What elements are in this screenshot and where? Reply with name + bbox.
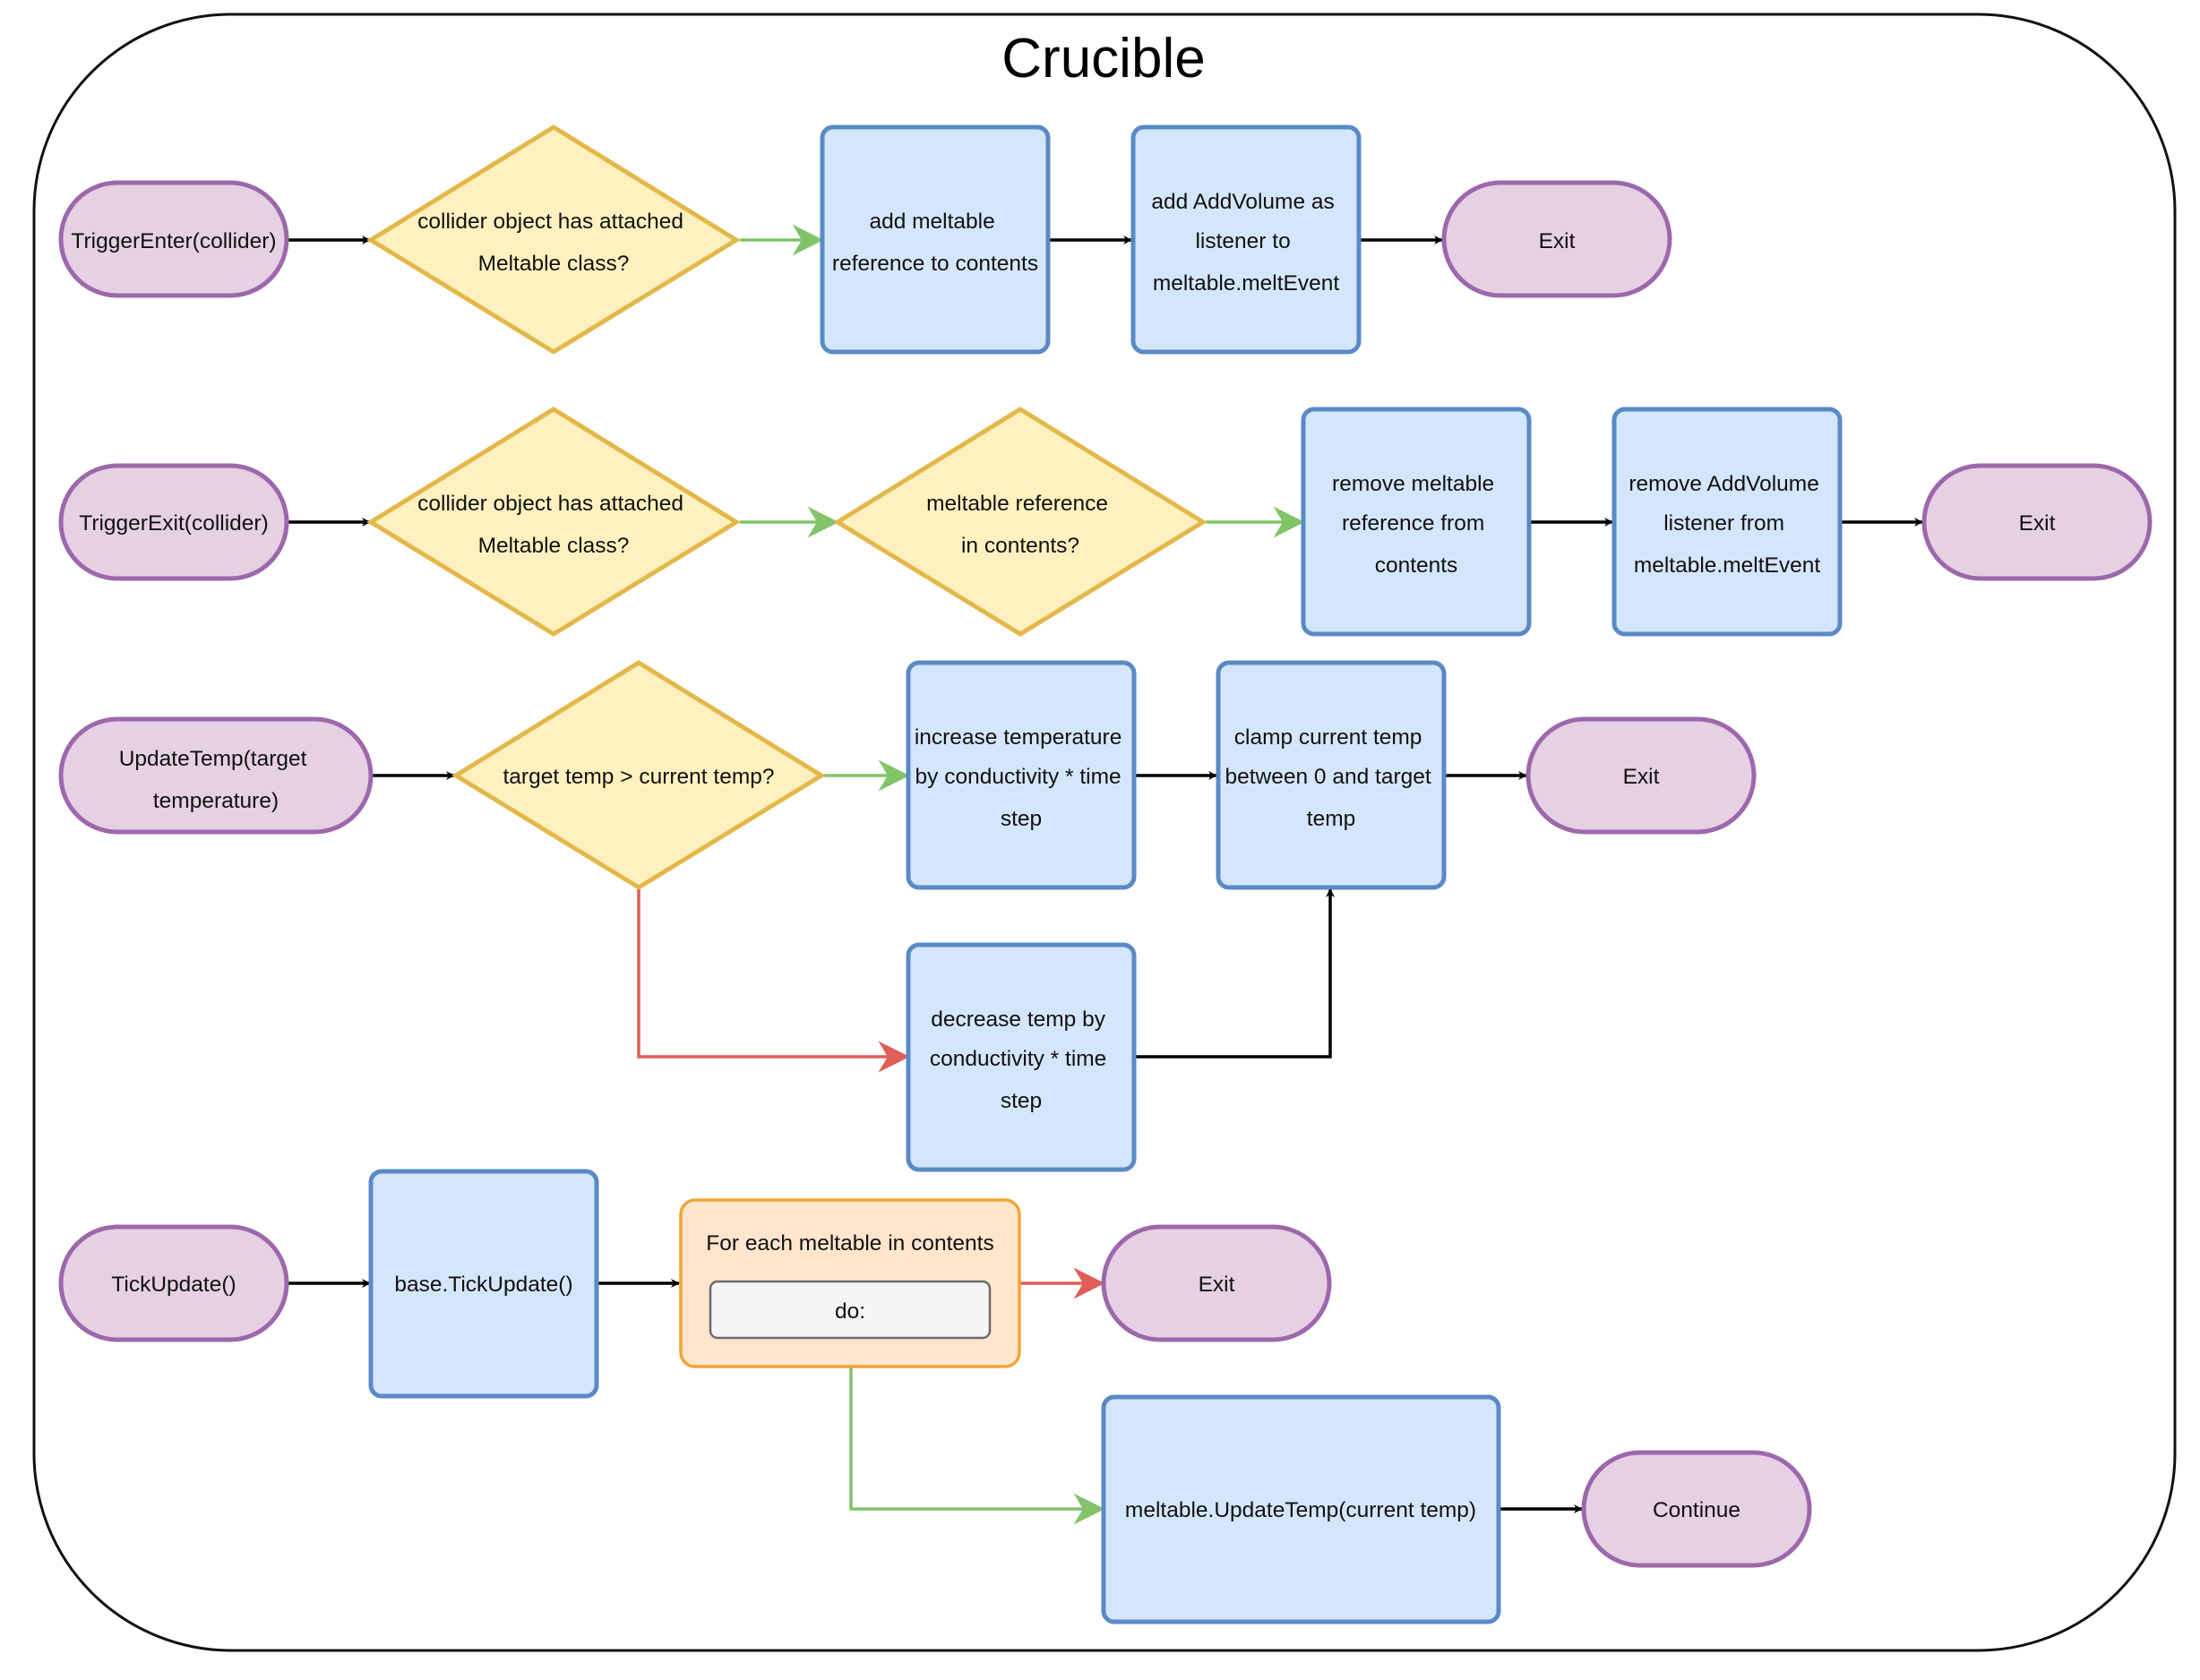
process-label-line: meltable.meltEvent: [1153, 271, 1340, 296]
decision-tx-has-meltable: collider object has attached Meltable cl…: [366, 407, 741, 637]
terminal-label: TickUpdate(): [111, 1273, 236, 1297]
process-label-line: add meltable: [869, 210, 994, 234]
svg-text:do:: do:: [835, 1299, 865, 1324]
process-ut-clamp: clamp current temp between 0 and target …: [1216, 660, 1447, 890]
decision-label-line: Meltable class?: [478, 252, 630, 276]
process-ut-decrease: decrease temp by conductivity * time ste…: [906, 942, 1137, 1172]
terminal-label: Exit: [1623, 765, 1660, 789]
terminal-label: TriggerEnter(collider): [71, 229, 276, 253]
terminal-label: Continue: [1653, 1498, 1740, 1522]
loop-for-each-meltable: For each meltable in contents do:: [679, 1198, 1021, 1368]
process-label-line: base.TickUpdate(): [394, 1273, 572, 1297]
svg-text:add meltable reference t: add meltable reference to contents: [832, 210, 1038, 276]
process-label-line: conductivity * time: [930, 1047, 1106, 1071]
decision-ut-target-greater: target temp > current temp?: [451, 660, 826, 890]
terminal-te-exit: Exit: [1441, 180, 1672, 298]
loop-do-slot: [709, 1280, 992, 1340]
svg-text:remove AddVolume listene: remove AddVolume listener from meltable.…: [1629, 472, 1825, 578]
outer-frame: [32, 13, 2177, 1652]
process-label-line: remove AddVolume: [1629, 472, 1818, 496]
loop-do-label: do:: [835, 1299, 865, 1324]
decision-label-line: collider object has attached: [417, 492, 683, 516]
svg-text:TickUpdate(): TickUpdate(): [111, 1273, 236, 1297]
edge-tu-loop-to-update: [849, 1367, 1105, 1525]
svg-text:Exit: Exit: [1539, 229, 1576, 253]
edges: [288, 224, 1923, 1525]
process-label-line: clamp current temp: [1234, 725, 1422, 750]
svg-text:Exit: Exit: [1199, 1273, 1235, 1297]
terminal-tu-continue: Continue: [1581, 1450, 1812, 1568]
terminal-tx-exit: Exit: [1921, 463, 2153, 581]
decision-tx-in-contents: meltable reference in contents?: [833, 407, 1207, 637]
diagram-title: Crucible: [1001, 28, 1205, 90]
process-label-line: meltable.meltEvent: [1634, 553, 1821, 578]
process-label-line: reference from: [1342, 511, 1484, 536]
terminal-label-line: UpdateTemp(target: [119, 747, 307, 771]
process-tx-remove-reference: remove meltable reference from contents: [1301, 407, 1532, 637]
decision-label-line: collider object has attached: [417, 210, 683, 234]
decision-label-line: meltable reference: [926, 492, 1108, 516]
process-tu-update-temp: meltable.UpdateTemp(current temp): [1101, 1394, 1501, 1624]
svg-text:decrease temp by conduct: decrease temp by conductivity * time ste…: [930, 1007, 1113, 1113]
process-label-line: contents: [1375, 553, 1458, 578]
decision-label-line: Meltable class?: [478, 534, 630, 558]
terminal-label: TriggerExit(collider): [79, 511, 268, 536]
svg-text:UpdateTemp(target temper: UpdateTemp(target temperature): [119, 747, 314, 813]
process-label-line: reference to contents: [832, 252, 1038, 276]
decision-te-has-meltable: collider object has attached Meltable cl…: [366, 124, 741, 355]
process-tu-base-tick: base.TickUpdate(): [368, 1169, 599, 1399]
svg-text:clamp current temp betwe: clamp current temp between 0 and target …: [1225, 725, 1437, 831]
svg-text:collider object has attached: collider object has attached Meltable cl…: [417, 210, 690, 276]
svg-text:Exit: Exit: [1623, 765, 1660, 789]
svg-text:base.TickUpdate(): base.TickUpdate(): [394, 1273, 572, 1297]
edge-ut-decrease-to-clamp: [1133, 888, 1335, 1059]
process-label-line: increase temperature: [915, 725, 1122, 750]
svg-text:TriggerExit(collider): TriggerExit(collider): [79, 511, 268, 536]
process-label-line: by conductivity * time: [915, 765, 1121, 789]
svg-text:remove meltable referenc: remove meltable reference from contents: [1332, 472, 1500, 578]
terminal-label: Exit: [1539, 229, 1576, 253]
terminal-label-line: temperature): [153, 789, 279, 813]
svg-text:increase temperature by: increase temperature by conductivity * t…: [915, 725, 1128, 831]
terminal-label: Exit: [2019, 511, 2056, 536]
loop-title: For each meltable in contents: [706, 1231, 993, 1256]
edge-ut-check-to-decrease: [637, 887, 910, 1073]
terminal-tu-exit: Exit: [1101, 1224, 1332, 1342]
process-label-line: listener to: [1195, 229, 1290, 253]
process-label-line: listener from: [1663, 511, 1784, 536]
svg-text:collider object has attached: collider object has attached Meltable cl…: [417, 492, 690, 558]
process-te-add-reference: add meltable reference to contents: [820, 124, 1051, 355]
svg-text:Continue: Continue: [1653, 1498, 1740, 1522]
process-label-line: step: [1001, 1089, 1042, 1113]
terminal-trigger-enter: TriggerEnter(collider): [58, 180, 289, 298]
process-label-line: step: [1001, 807, 1042, 831]
svg-text:add AddVolume as listene: add AddVolume as listener to meltable.me…: [1151, 190, 1340, 296]
terminal-label: Exit: [1199, 1273, 1235, 1297]
svg-text:Exit: Exit: [2019, 511, 2056, 536]
process-ut-increase: increase temperature by conductivity * t…: [906, 660, 1137, 890]
process-label-line: meltable.UpdateTemp(current temp): [1125, 1498, 1476, 1522]
terminal-update-temp: UpdateTemp(target temperature): [58, 716, 374, 835]
process-te-add-listener: add AddVolume as listener to meltable.me…: [1130, 124, 1362, 355]
svg-text:meltable.UpdateTemp(current te: meltable.UpdateTemp(current temp): [1125, 1498, 1476, 1522]
svg-text:meltable reference in co: meltable reference in contents?: [926, 492, 1114, 558]
svg-text:TriggerEnter(collider): TriggerEnter(collider): [71, 229, 276, 253]
process-label-line: between 0 and target: [1225, 765, 1431, 789]
decision-label-line: in contents?: [961, 534, 1079, 558]
process-label-line: add AddVolume as: [1151, 190, 1334, 214]
terminal-ut-exit: Exit: [1525, 716, 1757, 835]
process-label-line: remove meltable: [1332, 472, 1494, 496]
process-tx-remove-listener: remove AddVolume listener from meltable.…: [1611, 407, 1843, 637]
terminal-tick-update: TickUpdate(): [58, 1224, 289, 1342]
svg-text:For each meltable in contents: For each meltable in contents: [706, 1231, 993, 1256]
svg-text:target temp > current temp?: target temp > current temp?: [503, 765, 775, 789]
decision-label-line: target temp > current temp?: [503, 765, 775, 789]
process-label-line: temp: [1307, 807, 1355, 831]
process-label-line: decrease temp by: [931, 1007, 1105, 1032]
terminal-trigger-exit: TriggerExit(collider): [58, 463, 289, 581]
